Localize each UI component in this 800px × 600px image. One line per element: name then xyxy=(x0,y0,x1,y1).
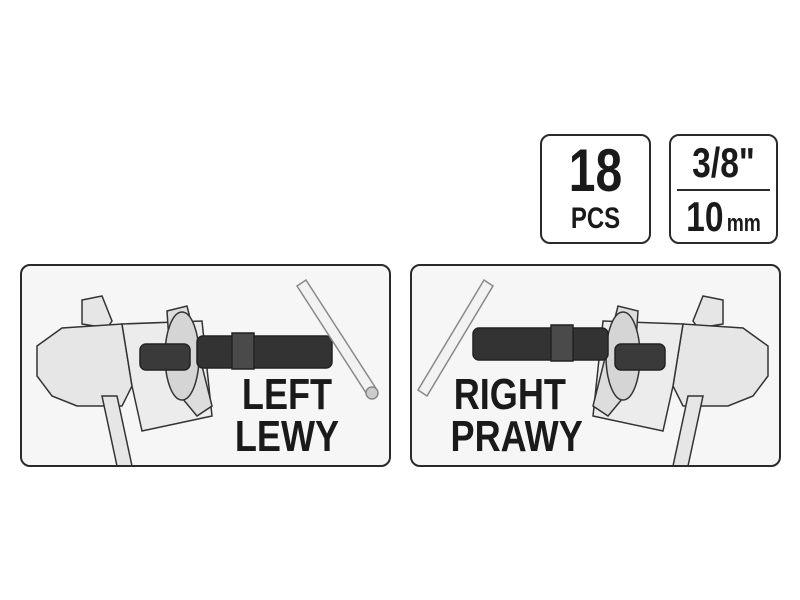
left-panel: LEFT LEWY xyxy=(20,264,391,467)
drive-size: 3/8" xyxy=(692,139,755,186)
size-unit: mm xyxy=(726,210,761,237)
right-tool-illustration xyxy=(416,278,769,465)
left-title: LEFT xyxy=(241,370,333,419)
right-title: RIGHT xyxy=(453,370,566,419)
size-number: 10 xyxy=(686,193,724,240)
right-panel: RIGHT PRAWY xyxy=(410,264,781,467)
left-tool-illustration xyxy=(36,278,379,465)
piece-count-badge: 18 PCS xyxy=(540,134,651,244)
piece-count-unit: PCS xyxy=(570,202,621,235)
badge-divider xyxy=(677,189,770,191)
piece-count-number: 18 xyxy=(568,137,623,204)
left-subtitle: LEWY xyxy=(234,412,340,461)
right-subtitle: PRAWY xyxy=(450,412,583,461)
